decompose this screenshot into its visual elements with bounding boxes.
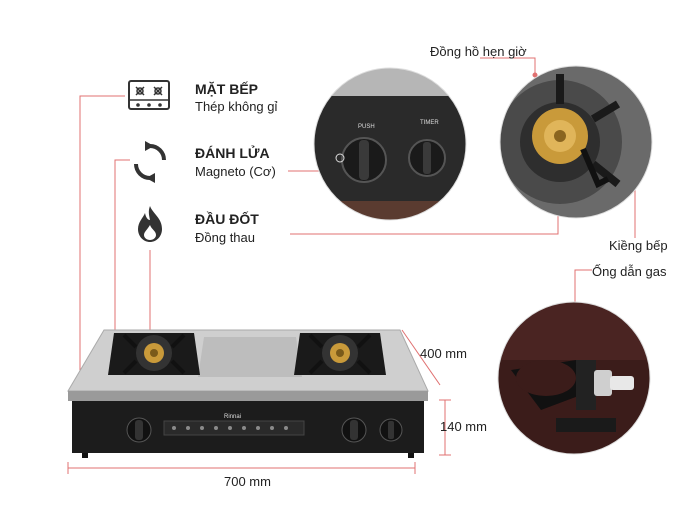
feature-subtitle-stove-top: Thép không gỉ	[195, 99, 278, 114]
feature-subtitle-ignition: Magneto (Cơ)	[195, 164, 276, 179]
stove-top-icon	[128, 80, 170, 110]
gas-pipe-detail-photo	[496, 300, 652, 456]
dimension-width: 700 mm	[224, 474, 271, 489]
dimension-height: 140 mm	[440, 419, 487, 434]
feature-title-ignition: ĐÁNH LỬA	[195, 145, 270, 161]
callout-pan-support: Kiềng bếp	[609, 238, 668, 253]
gas-stove-photo: Rinnai	[64, 325, 436, 460]
feature-title-stove-top: MẶT BẾP	[195, 81, 258, 97]
feature-subtitle-burner: Đồng thau	[195, 230, 255, 245]
callout-gas-pipe: Ống dẫn gas	[592, 264, 667, 279]
burner-detail-photo	[498, 64, 654, 220]
flame-icon	[134, 205, 166, 243]
callout-timer: Đồng hồ hẹn giờ	[430, 44, 527, 59]
push-label: PUSH	[358, 124, 375, 130]
knob-detail-photo: PUSH TIMER	[312, 66, 468, 222]
ignition-cycle-icon	[132, 140, 168, 184]
brand-logo: Rinnai	[224, 414, 241, 420]
timer-label: TIMER	[420, 120, 439, 126]
feature-title-burner: ĐẦU ĐỐT	[195, 211, 259, 227]
dimension-depth: 400 mm	[420, 346, 467, 361]
